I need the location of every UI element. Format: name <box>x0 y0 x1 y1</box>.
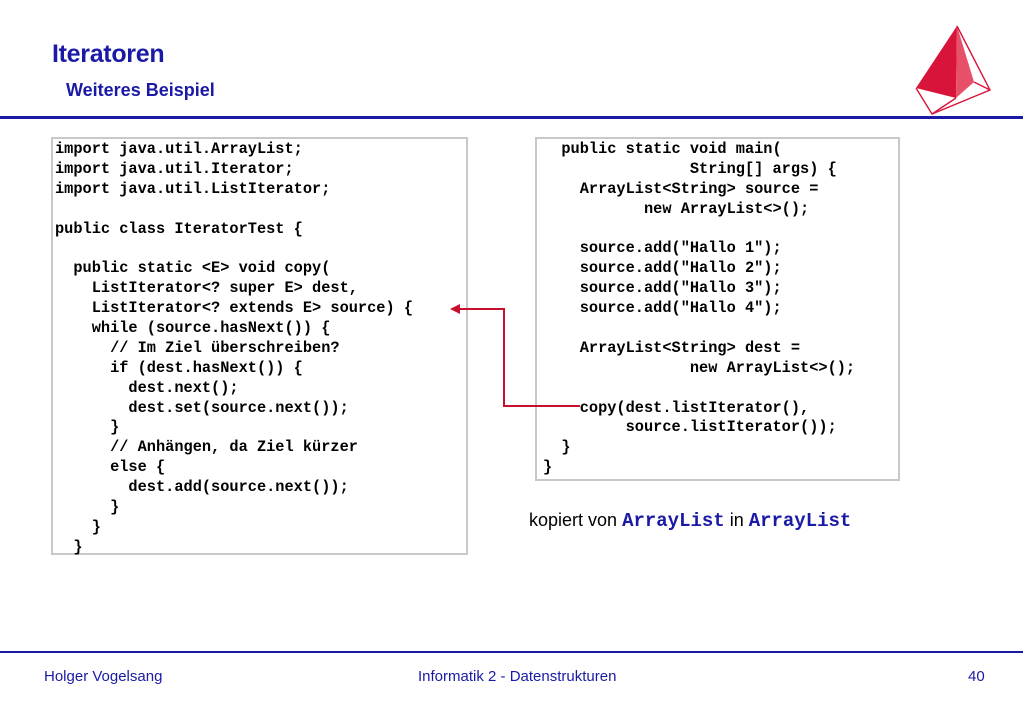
code-line: dest.next(); <box>55 378 239 397</box>
code-line: // Anhängen, da Ziel kürzer <box>55 438 358 457</box>
code-line: ListIterator<? super E> dest, <box>55 279 358 298</box>
code-line: source.add("Hallo 4"); <box>543 299 782 318</box>
code-line: else { <box>55 458 166 477</box>
code-line: ArrayList<String> dest = <box>543 338 801 357</box>
code-line: } <box>55 517 101 536</box>
code-line: source.add("Hallo 2"); <box>543 259 782 278</box>
caption-from-type: ArrayList <box>622 510 725 532</box>
code-line: public static <E> void copy( <box>55 259 331 278</box>
code-line: public class IteratorTest { <box>55 219 303 238</box>
code-line: } <box>55 418 120 437</box>
code-block-copy-method: import java.util.ArrayList;import java.u… <box>51 137 468 558</box>
code-line <box>541 319 898 339</box>
slide-title: Iteratoren <box>52 40 165 68</box>
code-line <box>53 239 466 259</box>
caption: kopiert von ArrayList in ArrayList <box>529 510 851 532</box>
code-line: dest.set(source.next()); <box>55 398 349 417</box>
caption-middle: in <box>724 510 749 530</box>
code-line: String[] args) { <box>543 159 837 178</box>
code-line: source.add("Hallo 3"); <box>543 279 782 298</box>
code-line: new ArrayList<>(); <box>543 358 856 377</box>
code-line: dest.add(source.next()); <box>55 478 349 497</box>
caption-to-type: ArrayList <box>748 510 852 532</box>
code-line <box>541 220 898 240</box>
footer-author: Holger Vogelsang <box>44 668 163 685</box>
code-line <box>541 379 898 399</box>
code-lines: public static void main( String[] args) … <box>537 139 898 478</box>
code-line <box>53 200 466 220</box>
footer-course: Informatik 2 - Datenstrukturen <box>418 668 617 685</box>
hochschule-logo-icon <box>915 25 991 115</box>
caption-prefix: kopiert von <box>529 510 623 530</box>
code-line: source.add("Hallo 1"); <box>543 239 782 258</box>
code-line: ListIterator<? extends E> source) { <box>55 299 414 318</box>
code-line: } <box>543 438 571 457</box>
code-line: import java.util.ListIterator; <box>55 179 331 198</box>
code-line: copy(dest.listIterator(), <box>543 398 810 417</box>
code-line: if (dest.hasNext()) { <box>55 358 303 377</box>
slide-subtitle: Weiteres Beispiel <box>66 80 215 100</box>
code-line: public static void main( <box>543 140 782 158</box>
code-line: import java.util.ArrayList; <box>55 140 303 158</box>
code-line: ArrayList<String> source = <box>543 179 819 198</box>
code-line: // Im Ziel überschreiben? <box>55 338 340 357</box>
code-line: } <box>543 458 553 477</box>
code-line: } <box>55 537 83 556</box>
code-block-main-method: public static void main( String[] args) … <box>535 137 900 481</box>
code-line: source.listIterator()); <box>543 418 837 437</box>
code-lines: import java.util.ArrayList;import java.u… <box>53 139 466 558</box>
footer-divider <box>0 651 1023 653</box>
code-line: import java.util.Iterator; <box>55 159 294 178</box>
call-arrow <box>450 304 580 407</box>
page-number: 40 <box>968 668 985 685</box>
code-line: new ArrayList<>(); <box>543 199 810 218</box>
header-divider <box>0 116 1023 119</box>
code-line: } <box>55 498 120 517</box>
code-line: while (source.hasNext()) { <box>55 319 331 338</box>
